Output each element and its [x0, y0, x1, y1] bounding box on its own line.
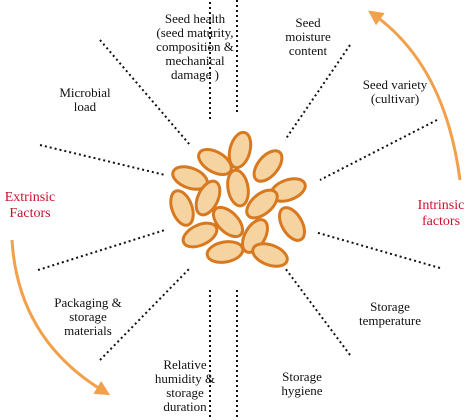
hygiene-line1: Storage: [282, 369, 322, 384]
seed-variety-line1: Seed variety: [362, 77, 428, 92]
storage-temp-line2: temperature: [358, 313, 422, 328]
seed: [252, 149, 284, 183]
label-intrinsic-factors: Intrinsic factors: [408, 198, 474, 230]
packaging-line2: storage: [69, 309, 107, 324]
microbial-line2: load: [73, 99, 97, 114]
packaging-line3: materials: [64, 323, 112, 338]
hygiene-line2: hygiene: [281, 383, 323, 398]
connector-line-mid-left-lower: [37, 229, 166, 271]
humidity-line3: storage: [166, 385, 204, 400]
extrinsic-line2: Factors: [9, 206, 51, 221]
humidity-line1: Relative: [163, 357, 207, 372]
extrinsic-arrow: [10, 239, 111, 396]
seed: [169, 189, 195, 227]
label-extrinsic-factors: Extrinsic Factors: [0, 190, 60, 222]
intrinsic-line2: factors: [421, 214, 461, 229]
label-microbial-load: Microbial load: [50, 86, 120, 114]
seed: [251, 242, 289, 268]
humidity-line4: duration: [163, 399, 207, 414]
connector-line-mid-left-upper: [39, 144, 166, 176]
connector-line-upper-right: [284, 44, 351, 141]
connector-line-lower-right: [284, 267, 351, 356]
connector-line-mid-right-upper: [319, 119, 438, 181]
connector-line-mid-right-lower: [314, 231, 441, 269]
seed-health-line2: (seed maturity,: [156, 25, 234, 40]
seed: [211, 205, 245, 239]
humidity-line2: humidity &: [154, 371, 216, 386]
microbial-line1: Microbial: [59, 85, 111, 100]
seed: [205, 240, 245, 264]
label-relative-humidity: Relative humidity & storage duration: [140, 358, 230, 414]
seed-cluster: [169, 130, 307, 268]
seed: [226, 168, 250, 208]
seed: [181, 221, 219, 249]
connector-line-lower-left: [99, 267, 191, 361]
seed-health-line1: Seed health: [164, 11, 226, 26]
seed: [245, 188, 279, 220]
seed-moisture-line3: content: [288, 43, 328, 58]
label-packaging: Packaging & storage materials: [38, 296, 138, 338]
storage-temp-line1: Storage: [370, 299, 410, 314]
label-seed-health: Seed health (seed maturity, composition …: [140, 12, 250, 82]
connector-line-upper-left: [99, 39, 191, 146]
seed: [194, 179, 222, 217]
label-storage-hygiene: Storage hygiene: [262, 370, 342, 398]
seed: [278, 206, 306, 242]
seed-moisture-line2: moisture: [285, 29, 331, 44]
extrinsic-line1: Extrinsic: [4, 190, 56, 205]
label-seed-variety: Seed variety (cultivar): [350, 78, 440, 106]
packaging-line1: Packaging &: [54, 295, 122, 310]
seed-variety-line2: (cultivar): [370, 91, 420, 106]
seed-moisture-line1: Seed: [295, 15, 321, 30]
seed-health-line4: mechanical: [165, 53, 225, 68]
label-storage-temperature: Storage temperature: [340, 300, 440, 328]
intrinsic-line1: Intrinsic: [417, 198, 465, 213]
intrinsic-arrow: [368, 10, 462, 181]
seed-health-line3: composition &: [156, 39, 234, 54]
label-seed-moisture: Seed moisture content: [268, 16, 348, 58]
seed: [227, 130, 253, 170]
seed-health-line5: damage ): [170, 67, 219, 82]
